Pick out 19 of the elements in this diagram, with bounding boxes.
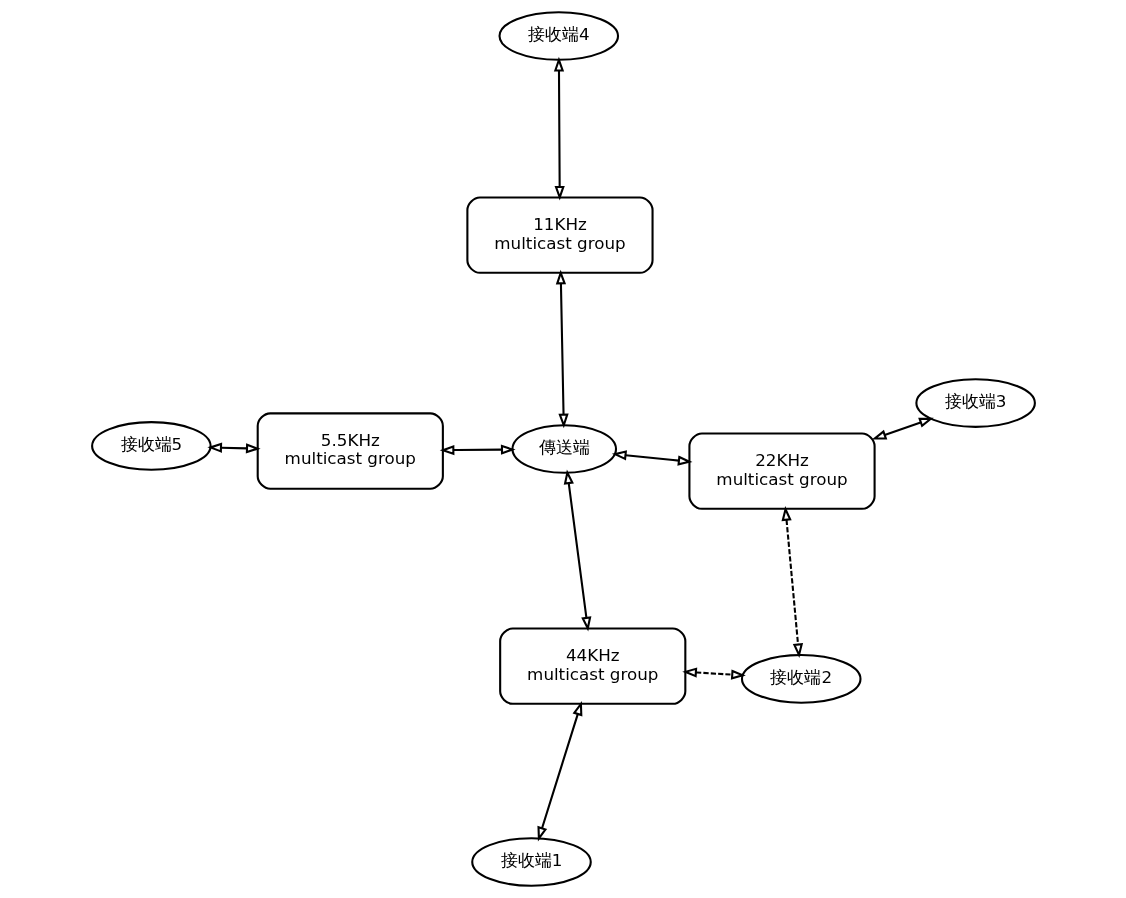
node-ellipse: 接收端5: [90, 421, 212, 471]
arrow: [536, 700, 582, 842]
node-ellipse: 接收端1: [470, 837, 592, 887]
node-box: 44KHz multicast group: [498, 627, 686, 705]
node-ellipse: 接收端4: [497, 11, 619, 61]
node-box: 5.5KHz multicast group: [256, 412, 444, 490]
arrow: [611, 450, 692, 466]
node-box: 11KHz multicast group: [465, 196, 654, 274]
arrow: [563, 469, 591, 632]
arrow: [781, 506, 803, 659]
arrow: [681, 667, 746, 680]
arrow: [871, 417, 934, 440]
arrow: [553, 56, 565, 201]
arrow: [439, 444, 516, 456]
node-ellipse: 接收端2: [740, 654, 862, 704]
node-ellipse: 傳送端: [510, 424, 617, 474]
node-box: 22KHz multicast group: [687, 432, 876, 510]
arrow: [206, 442, 261, 454]
arrow: [555, 269, 569, 429]
